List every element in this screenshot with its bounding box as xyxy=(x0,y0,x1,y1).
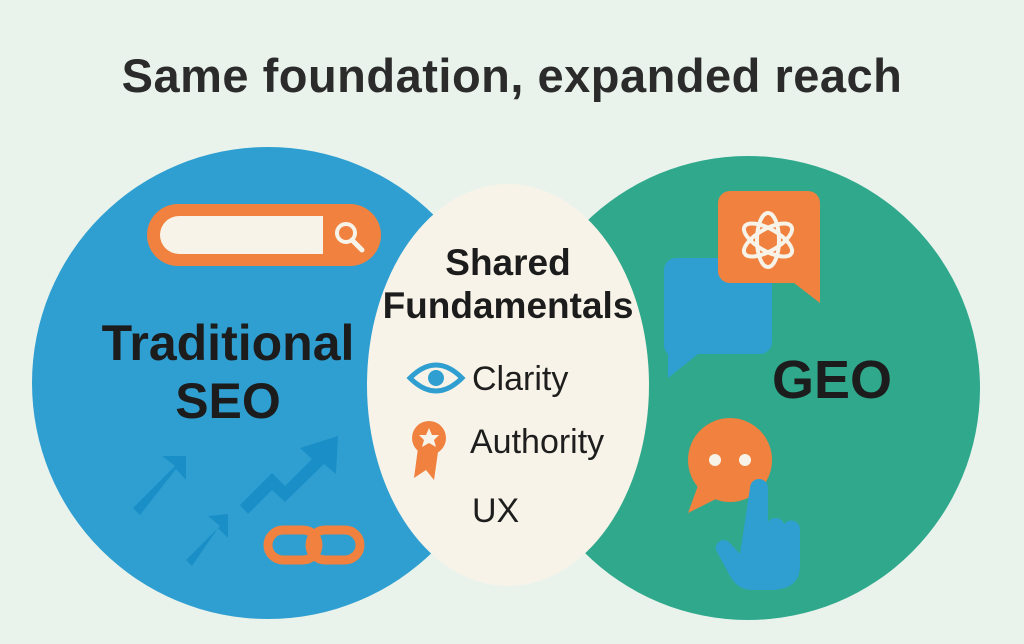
page-title: Same foundation, expanded reach xyxy=(121,49,903,102)
arrow-up-right-icon xyxy=(133,456,228,566)
seo-label: SEO xyxy=(175,373,281,429)
eye-icon xyxy=(406,362,466,394)
pointing-hand-icon xyxy=(715,479,800,590)
search-bar-icon xyxy=(147,204,381,266)
traditional-label: Traditional xyxy=(102,315,355,371)
fundamentals-heading: Fundamentals xyxy=(383,285,634,326)
ux-label: UX xyxy=(472,492,519,530)
link-icon xyxy=(263,525,365,565)
shared-heading: Shared xyxy=(445,242,570,283)
trend-up-icon xyxy=(240,436,338,514)
geo-circle xyxy=(516,156,980,620)
chat-dots-icon xyxy=(688,418,772,513)
clarity-label: Clarity xyxy=(472,360,568,398)
chat-bubble-icon xyxy=(664,258,772,378)
authority-label: Authority xyxy=(470,423,604,461)
ai-logo-icon xyxy=(718,191,820,303)
shared-fundamentals-oval xyxy=(367,184,649,586)
award-ribbon-icon xyxy=(412,421,446,480)
geo-label: GEO xyxy=(772,350,892,410)
